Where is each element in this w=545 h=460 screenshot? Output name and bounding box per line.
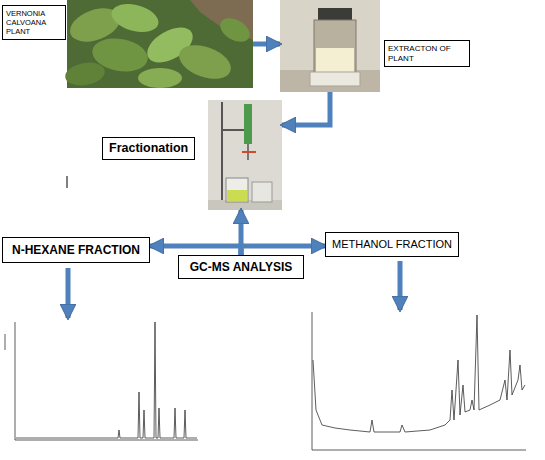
- trace: [16, 322, 197, 438]
- fractionation-photo: [208, 100, 282, 210]
- block-arrow: [253, 42, 280, 47]
- stand-rod: [221, 102, 223, 200]
- box-label: METHANOL FRACTION: [332, 238, 452, 251]
- extraction-photo: [280, 0, 380, 92]
- chromatogram: [5, 322, 198, 440]
- box-label: GC-MS ANALYSIS: [190, 260, 292, 274]
- process-box: N-HEXANE FRACTION: [2, 237, 150, 263]
- leaf: [216, 13, 254, 46]
- photo-label: VERNONIA CALVOANA PLANT: [2, 5, 66, 40]
- leaf: [108, 0, 161, 37]
- photo-ground: [208, 100, 282, 210]
- photo-ground: [280, 0, 380, 92]
- block-arrow: [241, 246, 325, 255]
- cursor-mark: [67, 176, 68, 188]
- photo-label: EXTRACTON OF PLANT: [384, 40, 470, 67]
- trace: [313, 315, 525, 432]
- x-axis: [312, 450, 526, 451]
- leaf: [138, 68, 182, 88]
- beaker: [252, 182, 272, 202]
- photo-node: Fractionation: [208, 100, 282, 210]
- column: [244, 104, 252, 144]
- jar-cap: [318, 8, 352, 20]
- y-axis: [15, 322, 16, 440]
- plant-photo: [63, 0, 253, 88]
- photo-node: VERNONIA CALVOANA PLANT: [67, 0, 253, 88]
- bench: [280, 70, 380, 92]
- block-arrow: [282, 92, 330, 125]
- down-arrow: [398, 261, 403, 310]
- block-arrow: [150, 246, 241, 255]
- process-box: GC-MS ANALYSIS: [178, 255, 304, 279]
- process-box: METHANOL FRACTION: [325, 232, 459, 257]
- axis-mark: [5, 334, 6, 350]
- chromatogram: [312, 312, 526, 450]
- beaker-liquid: [227, 190, 247, 201]
- x-axis: [15, 440, 198, 441]
- leaf: [174, 39, 235, 86]
- box-label: N-HEXANE FRACTION: [12, 243, 140, 257]
- leaf: [63, 60, 106, 89]
- down-arrow: [66, 268, 71, 318]
- jar-base: [310, 72, 360, 86]
- stopcock: [242, 151, 256, 153]
- y-axis: [312, 312, 313, 450]
- jar-liquid: [316, 48, 354, 73]
- photo-node: EXTRACTON OF PLANT: [280, 0, 380, 92]
- beaker: [226, 178, 248, 202]
- photo-label: Fractionation: [102, 137, 195, 160]
- jar-body: [314, 20, 356, 75]
